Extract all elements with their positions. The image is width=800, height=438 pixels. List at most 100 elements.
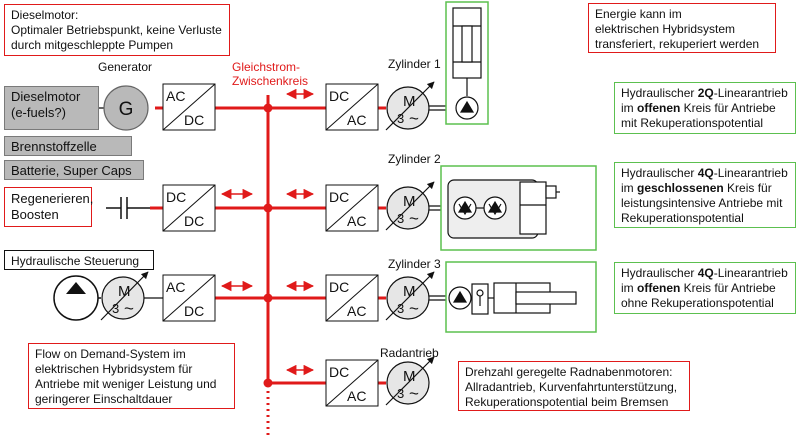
motor-cyl2: M 3 ~ — [385, 181, 435, 231]
g2-post1: -Linearantrieb — [713, 166, 788, 180]
g2-pre2: im — [621, 181, 637, 195]
g1-post2: Kreis für Antriebe — [680, 101, 776, 115]
motor-wheel-tilde: ~ — [409, 384, 419, 403]
g3-bold2: offenen — [637, 281, 681, 295]
conv-c3-ac: AC — [347, 303, 366, 319]
note-4q-closed: Hydraulischer 4Q-Linearantrieb im geschl… — [614, 162, 796, 228]
energy-flow-arrows — [220, 88, 315, 376]
conv-store-dc2: DC — [184, 213, 204, 229]
note-energy-line2: elektrischen Hybridsystem — [595, 22, 736, 36]
cylinder-2-symbol — [447, 179, 560, 239]
note-rad-line1: Drehzahl geregelte Radnabenmotoren: — [465, 365, 673, 379]
converter-dc-ac-wheel — [325, 359, 379, 407]
cyl2-label: Zylinder 2 — [388, 152, 441, 166]
note-rad-line2: Allradantrieb, Kurvenfahrtunterstützung, — [465, 380, 678, 394]
g2-pre: Hydraulischer — [621, 166, 698, 180]
converter-ac-dc-pump — [162, 274, 216, 322]
note-regen-line2: Boosten — [11, 207, 59, 222]
conv-w-dc: DC — [329, 364, 349, 380]
note-energy-line1: Energie kann im — [595, 7, 682, 21]
g1-pre2: im — [621, 101, 637, 115]
conv-pump-ac: AC — [166, 279, 185, 295]
motor-cyl2-tilde: ~ — [409, 209, 419, 228]
g3-post2: Kreis für Antriebe — [680, 281, 776, 295]
conv-store-dc1: DC — [166, 189, 186, 205]
conv-c2-dc: DC — [329, 189, 349, 205]
g1-bold2: offenen — [637, 101, 681, 115]
motor-wheel-m: M — [403, 368, 416, 385]
g1-pre: Hydraulischer — [621, 86, 698, 100]
g3-pre: Hydraulischer — [621, 266, 698, 280]
conv-c1-dc: DC — [329, 88, 349, 104]
conv-c1-ac: AC — [347, 112, 366, 128]
converter-dc-ac-cyl1 — [325, 83, 379, 131]
note-flow-line3: Antriebe mit weniger Leistung und — [35, 377, 217, 391]
conv-gen-ac: AC — [166, 88, 185, 104]
diesel-engine-line2: (e-fuels?) — [11, 105, 66, 120]
g3-pre2: im — [621, 281, 637, 295]
note-diesel-line3: durch mitgeschleppte Pumpen — [11, 38, 174, 52]
generator-label: Generator — [98, 60, 152, 74]
note-flow-line4: geringerer Einschaltdauer — [35, 392, 173, 406]
g3-bold1: 4Q — [697, 266, 714, 280]
motor-cyl3-3: 3 — [397, 301, 404, 316]
cylinder-3-symbol — [448, 282, 577, 315]
g2-bold2: geschlossenen — [637, 181, 724, 195]
generator-symbol: G — [103, 85, 149, 131]
note-flow-line1: Flow on Demand-System im — [35, 347, 186, 361]
motor-cyl1-3: 3 — [397, 111, 404, 126]
motor-wheel-3: 3 — [397, 386, 404, 401]
g2-bold1: 4Q — [697, 166, 714, 180]
conv-c3-dc: DC — [329, 279, 349, 295]
dc-bus-label-1: Gleichstrom- — [232, 60, 300, 74]
g3-line3: ohne Rekuperationspotential — [621, 296, 774, 310]
motor-pump-drive: M 3 ~ — [100, 271, 149, 321]
fuel-cell-box: Brennstoffzelle — [4, 136, 132, 156]
note-diesel-line1: Dieselmotor: — [11, 8, 79, 22]
g1-bold1: 2Q — [697, 86, 714, 100]
g2-line3: leistungsintensive Antriebe mit — [621, 196, 783, 210]
conv-gen-dc: DC — [184, 112, 204, 128]
note-energy-line3: transferiert, rekuperiert werden — [595, 37, 760, 51]
wheel-label: Radantrieb — [380, 346, 439, 360]
converter-dc-ac-cyl3 — [325, 274, 379, 322]
note-energy: Energie kann im elektrischen Hybridsyste… — [588, 3, 776, 53]
motor-cyl3-m: M — [403, 283, 416, 300]
g1-post1: -Linearantrieb — [713, 86, 788, 100]
motor-cyl3: M 3 ~ — [385, 271, 435, 321]
note-4q-open: Hydraulischer 4Q-Linearantrieb im offene… — [614, 262, 796, 314]
diesel-engine-box: Dieselmotor (e-fuels?) — [4, 86, 99, 130]
cyl3-label: Zylinder 3 — [388, 257, 441, 271]
note-diesel: Dieselmotor: Optimaler Betriebspunkt, ke… — [4, 4, 230, 56]
motor-cyl2-m: M — [403, 193, 416, 210]
dc-bus-label-2: Zwischenkreis — [232, 74, 308, 88]
motor-cyl1-tilde: ~ — [409, 109, 419, 128]
diesel-engine-line1: Dieselmotor — [11, 89, 81, 104]
hydraulic-control-box: Hydraulische Steuerung — [4, 250, 154, 270]
generator-g-letter: G — [119, 99, 134, 120]
motor-cyl3-tilde: ~ — [409, 299, 419, 318]
note-regen: Regenerieren, Boosten — [4, 187, 94, 227]
motor-cyl1-m: M — [403, 93, 416, 110]
note-regen-line1: Regenerieren, — [11, 191, 94, 206]
capacitor-symbol — [106, 197, 150, 219]
note-rad-line3: Rekuperationspotential beim Bremsen — [465, 395, 669, 409]
g1-line3: mit Rekuperationspotential — [621, 116, 764, 130]
g2-post2: Kreis für — [723, 181, 772, 195]
battery-box: Batterie, Super Caps — [4, 160, 144, 180]
cyl1-label: Zylinder 1 — [388, 57, 441, 71]
converter-dc-ac-cyl2 — [325, 184, 379, 232]
pump-motor-3: 3 — [112, 301, 119, 316]
hydraulic-pump-symbol — [53, 275, 101, 321]
motor-wheel: M 3 ~ — [385, 356, 435, 406]
note-diesel-line2: Optimaler Betriebspunkt, keine Verluste — [11, 23, 222, 37]
pump-motor-tilde: ~ — [124, 299, 134, 318]
g3-post1: -Linearantrieb — [713, 266, 788, 280]
note-flow-on-demand: Flow on Demand-System im elektrischen Hy… — [28, 343, 235, 409]
conv-pump-dc: DC — [184, 303, 204, 319]
bus-nodes — [263, 103, 273, 388]
converter-dc-dc-storage — [162, 184, 216, 232]
conv-w-ac: AC — [347, 388, 366, 404]
conv-c2-ac: AC — [347, 213, 366, 229]
